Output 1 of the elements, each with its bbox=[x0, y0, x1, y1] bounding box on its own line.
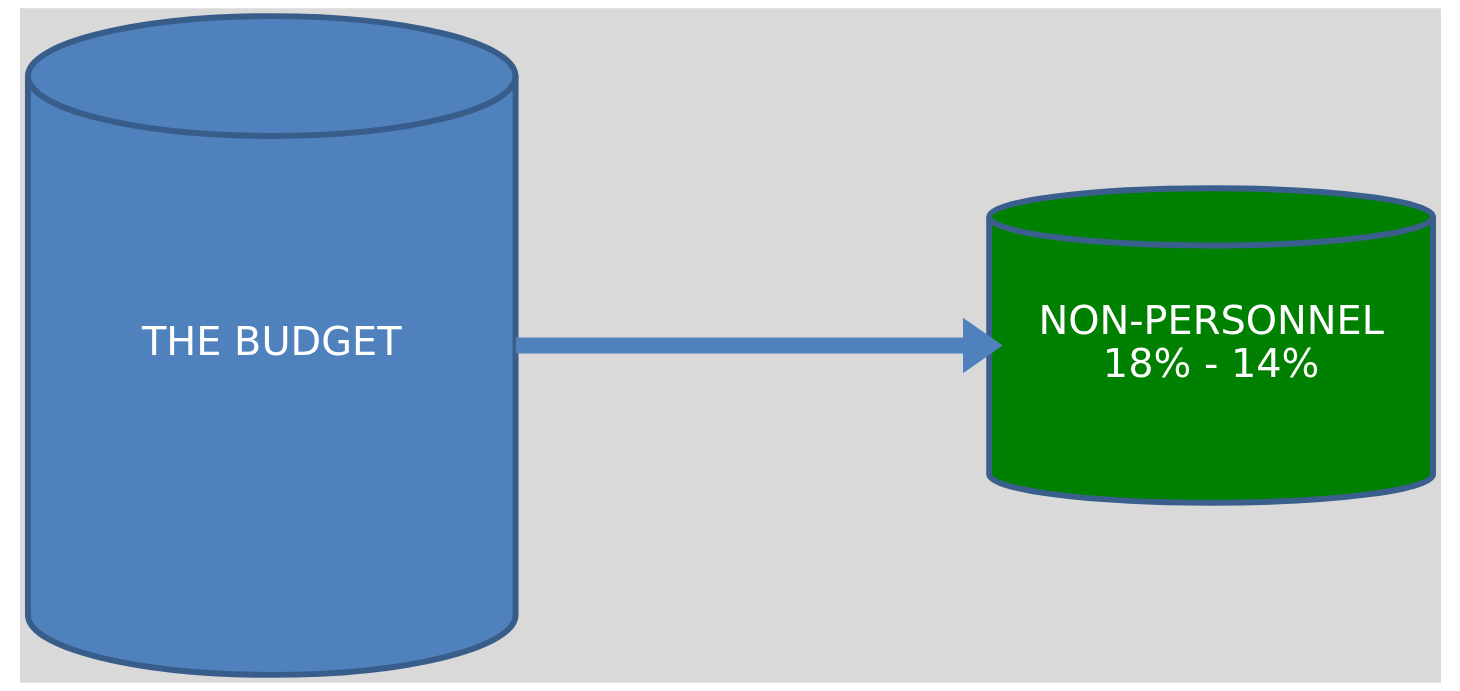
arrow bbox=[515, 317, 1003, 374]
